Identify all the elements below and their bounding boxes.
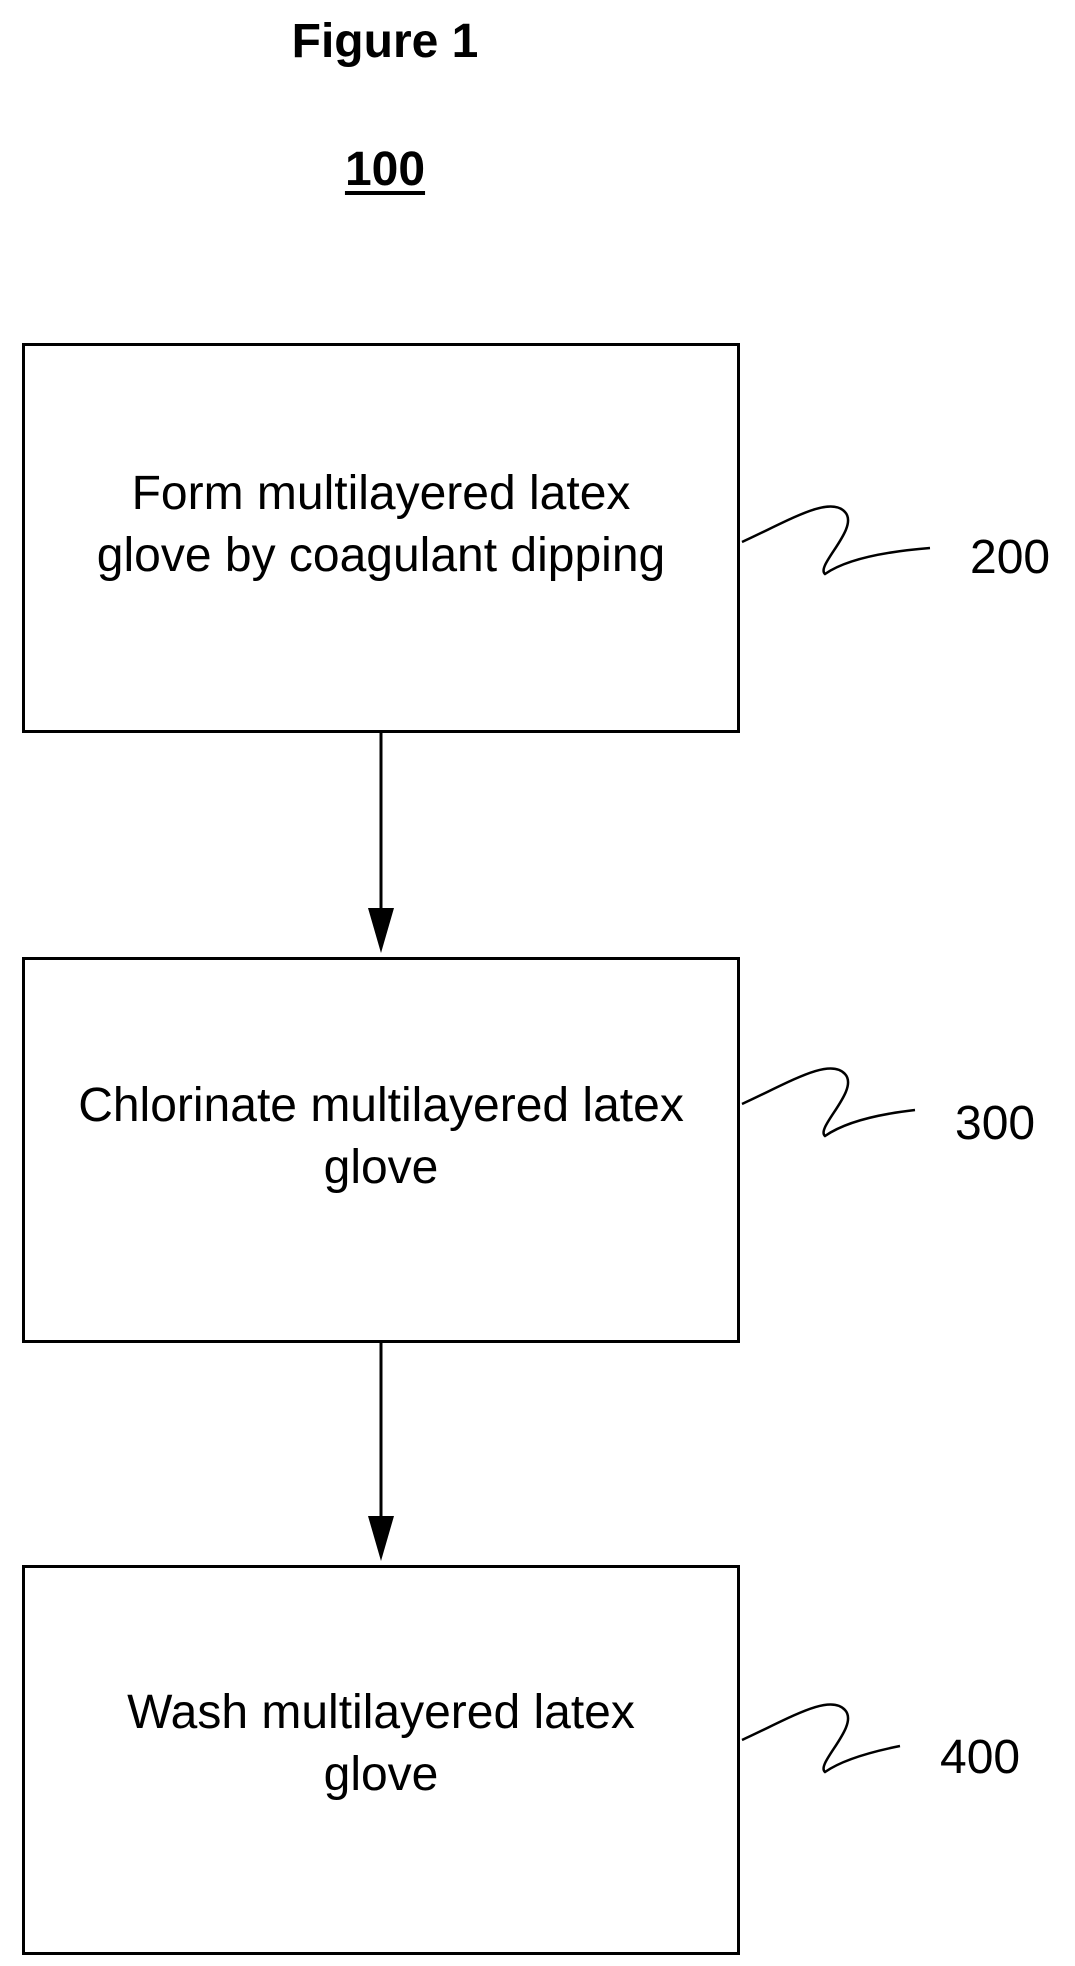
leader-line-300 — [742, 1068, 915, 1136]
leader-line-400 — [742, 1704, 900, 1772]
reference-numeral-200: 200 — [970, 530, 1050, 586]
leader-line-200 — [742, 506, 930, 574]
reference-numeral-400: 400 — [940, 1730, 1020, 1786]
arrow-down-icon — [368, 733, 394, 953]
reference-numeral-300: 300 — [955, 1096, 1035, 1152]
arrow-down-icon — [368, 1343, 394, 1561]
